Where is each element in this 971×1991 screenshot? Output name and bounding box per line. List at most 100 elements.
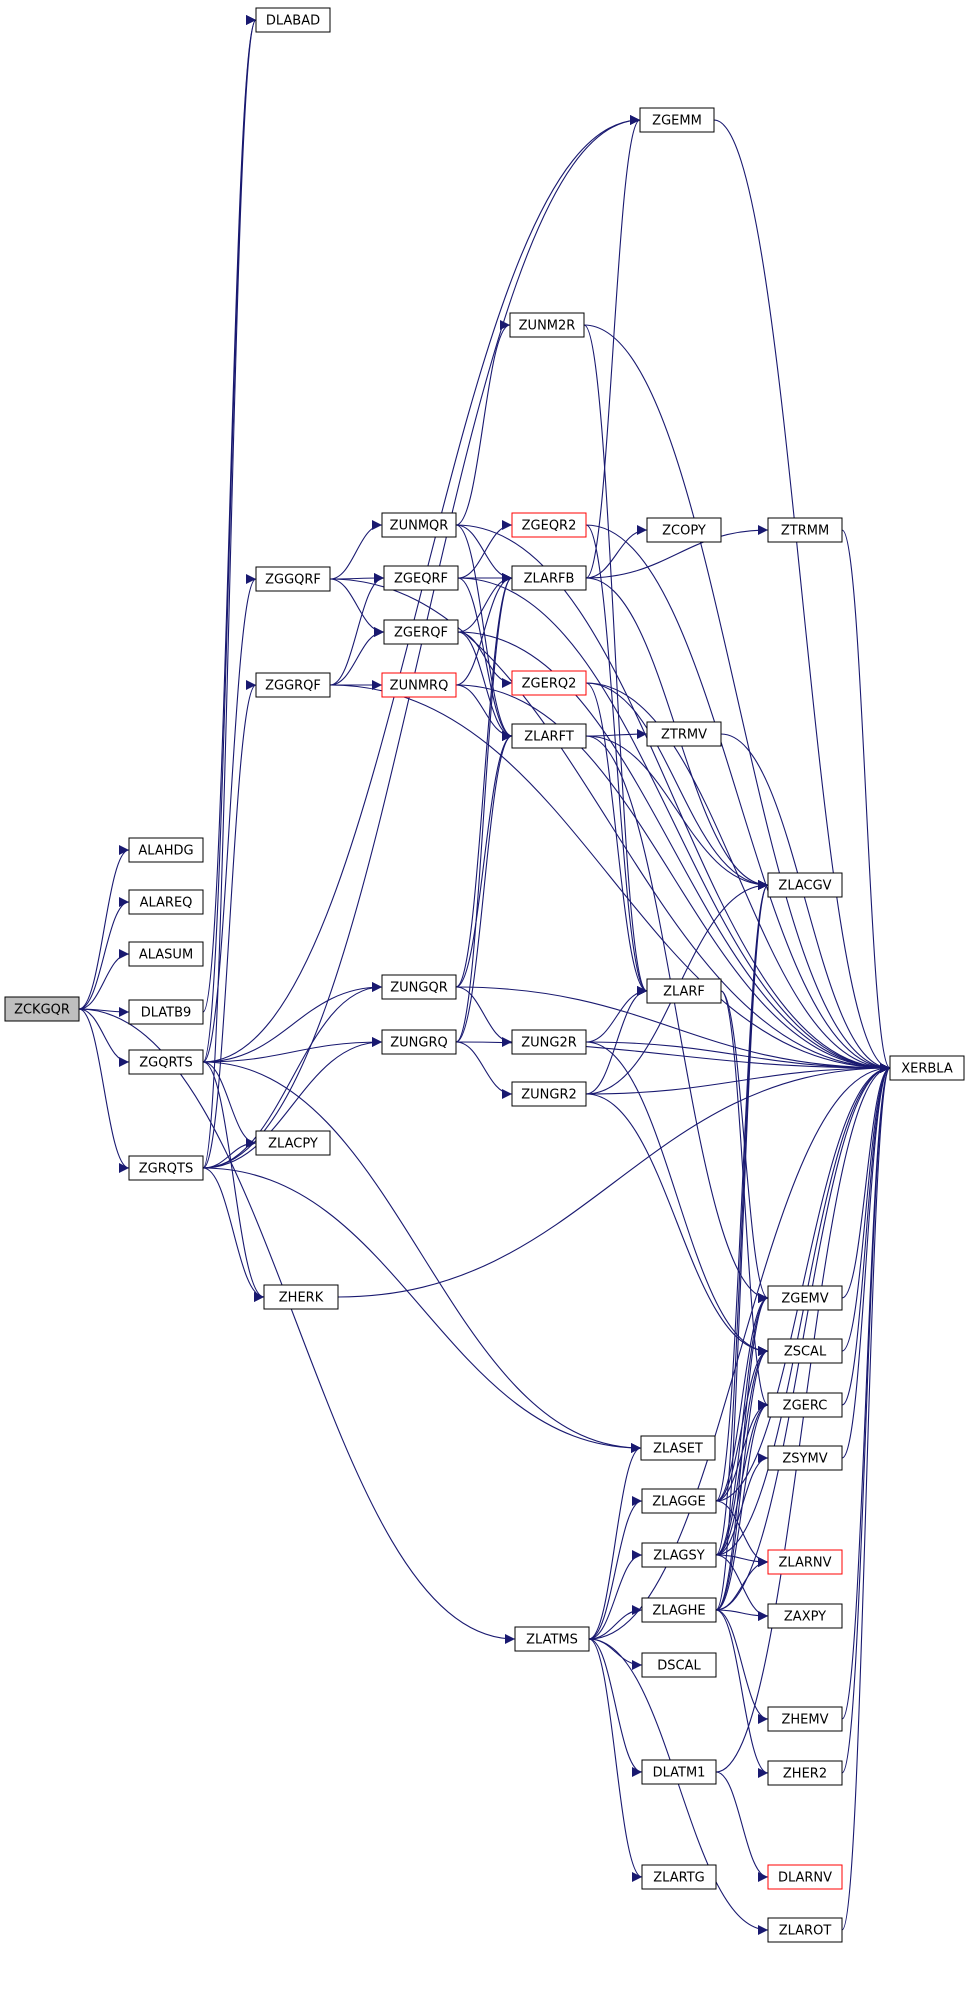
edge-zungqr-to-zung2r [455,986,513,1047]
node-zgrqts[interactable]: ZGRQTS [128,1155,204,1181]
edge-zgeqr2-to-xerbla [585,524,891,1073]
node-zgemv[interactable]: ZGEMV [767,1285,843,1311]
edge-zgeqrf-to-zgeqr2 [457,520,513,579]
edge-zlarfb-to-zcopy [585,525,648,579]
node-label-alahdg: ALAHDG [138,844,193,859]
edge-zungrq-to-zungr2 [455,1041,513,1099]
node-zsymv[interactable]: ZSYMV [767,1445,843,1471]
node-label-zgeqr2: ZGEQR2 [522,519,577,534]
node-label-dlarnv: DLARNV [778,1871,832,1886]
edge-zlatms-to-zlagge [588,1496,643,1640]
node-zlaset[interactable]: ZLASET [640,1435,716,1461]
node-zggrqf[interactable]: ZGGRQF [255,672,331,698]
edge-zlatms-to-zlaset [588,1443,642,1640]
node-dlatm1[interactable]: DLATM1 [641,1759,717,1785]
node-alasum[interactable]: ALASUM [128,941,204,967]
edge-zungrq-to-zlarfb [455,573,513,1043]
edge-dlatm1-to-xerbla [715,1063,891,1773]
edge-zckgqr-to-zgrqts [78,1008,130,1173]
node-dscal[interactable]: DSCAL [641,1652,717,1678]
node-zlagsy[interactable]: ZLAGSY [641,1542,717,1568]
node-zggqrf[interactable]: ZGGQRF [255,566,331,592]
node-box-zgemm [639,107,715,133]
edge-zgerq2-to-xerbla [585,682,891,1073]
node-label-zckgqr: ZCKGQR [14,1003,70,1018]
node-box-ztrmm [767,517,843,543]
node-box-zlarnv [767,1549,843,1575]
node-dlatb9[interactable]: DLATB9 [128,999,204,1025]
node-dlabad[interactable]: DLABAD [255,7,331,33]
edge-zlaghe-to-zlacgv [715,880,769,1611]
node-label-zlacgv: ZLACGV [778,879,831,894]
node-zlacpy[interactable]: ZLACPY [255,1130,331,1156]
node-zgerqf[interactable]: ZGERQF [383,619,459,645]
node-xerbla[interactable]: XERBLA [889,1055,965,1081]
node-label-zggqrf: ZGGQRF [265,573,321,588]
node-dlarnv[interactable]: DLARNV [767,1864,843,1890]
node-zaxpy[interactable]: ZAXPY [767,1603,843,1629]
node-box-zgerc [767,1392,843,1418]
node-label-zungr2: ZUNGR2 [521,1088,577,1103]
node-zgerq2[interactable]: ZGERQ2 [511,670,587,696]
edge-zgqrts-to-zlacpy [202,1061,257,1148]
node-zgerc[interactable]: ZGERC [767,1392,843,1418]
node-zung2r[interactable]: ZUNG2R [511,1029,587,1055]
node-box-zlartg [641,1864,717,1890]
node-zlatms[interactable]: ZLATMS [514,1626,590,1652]
node-label-zlarfb: ZLARFB [524,572,575,587]
edge-zgerqf-to-zgerq2 [457,631,513,688]
node-label-xerbla: XERBLA [901,1062,953,1077]
node-label-zgrqts: ZGRQTS [139,1162,193,1177]
node-alahdg[interactable]: ALAHDG [128,837,204,863]
node-box-dscal [641,1652,717,1678]
node-zungqr[interactable]: ZUNGQR [381,974,457,1000]
node-zlartg[interactable]: ZLARTG [641,1864,717,1890]
node-ztrmm[interactable]: ZTRMM [767,517,843,543]
edge-zgqrts-to-zherk [202,1061,265,1302]
edge-zlatms-to-zlagsy [588,1550,643,1640]
edge-zlaghe-to-zhemv [715,1609,769,1724]
node-zunmqr[interactable]: ZUNMQR [381,512,457,538]
node-box-alareq [128,889,204,915]
node-zlagge[interactable]: ZLAGGE [641,1488,717,1514]
node-box-zherk [263,1284,339,1310]
node-zungr2[interactable]: ZUNGR2 [511,1081,587,1107]
node-zscal[interactable]: ZSCAL [767,1338,843,1364]
node-label-zlarft: ZLARFT [524,730,574,745]
edge-zunm2r-to-xerbla [583,324,891,1073]
node-zlarfb[interactable]: ZLARFB [511,565,587,591]
edge-zunm2r-to-zlarf [583,324,648,996]
node-zunmrq[interactable]: ZUNMRQ [381,672,457,698]
edge-zlatms-to-xerbla [588,1063,891,1640]
node-zlacgv[interactable]: ZLACGV [767,872,843,898]
node-zunm2r[interactable]: ZUNM2R [509,312,585,338]
node-ztrmv[interactable]: ZTRMV [646,721,722,747]
node-box-zlagge [641,1488,717,1514]
node-zungrq[interactable]: ZUNGRQ [381,1029,457,1055]
node-zher2[interactable]: ZHER2 [767,1760,843,1786]
edge-zgrqts-to-zungrq [202,1037,383,1169]
node-zgeqrf[interactable]: ZGEQRF [383,565,459,591]
node-zlarft[interactable]: ZLARFT [511,723,587,749]
edge-zggrqf-to-xerbla [329,684,891,1073]
edge-zgqrts-to-zungrq [202,1037,383,1063]
node-zlaghe[interactable]: ZLAGHE [641,1597,717,1623]
node-zlarf[interactable]: ZLARF [646,978,722,1004]
node-label-dscal: DSCAL [657,1659,701,1674]
node-zgqrts[interactable]: ZGQRTS [128,1049,204,1075]
node-alareq[interactable]: ALAREQ [128,889,204,915]
node-zlarnv[interactable]: ZLARNV [767,1549,843,1575]
edge-zgqrts-to-zgemm [202,115,641,1063]
node-zherk[interactable]: ZHERK [263,1284,339,1310]
node-label-zaxpy: ZAXPY [784,1610,826,1625]
node-zgeqr2[interactable]: ZGEQR2 [511,512,587,538]
node-label-zgerq2: ZGERQ2 [522,677,577,692]
node-zhemv[interactable]: ZHEMV [767,1706,843,1732]
node-zcopy[interactable]: ZCOPY [646,517,722,543]
edge-zlarfb-to-ztrmm [585,525,769,579]
node-label-zgerqf: ZGERQF [394,626,448,641]
node-zckgqr[interactable]: ZCKGQR [4,996,80,1022]
node-zgemm[interactable]: ZGEMM [639,107,715,133]
node-zlarot[interactable]: ZLAROT [767,1917,843,1943]
